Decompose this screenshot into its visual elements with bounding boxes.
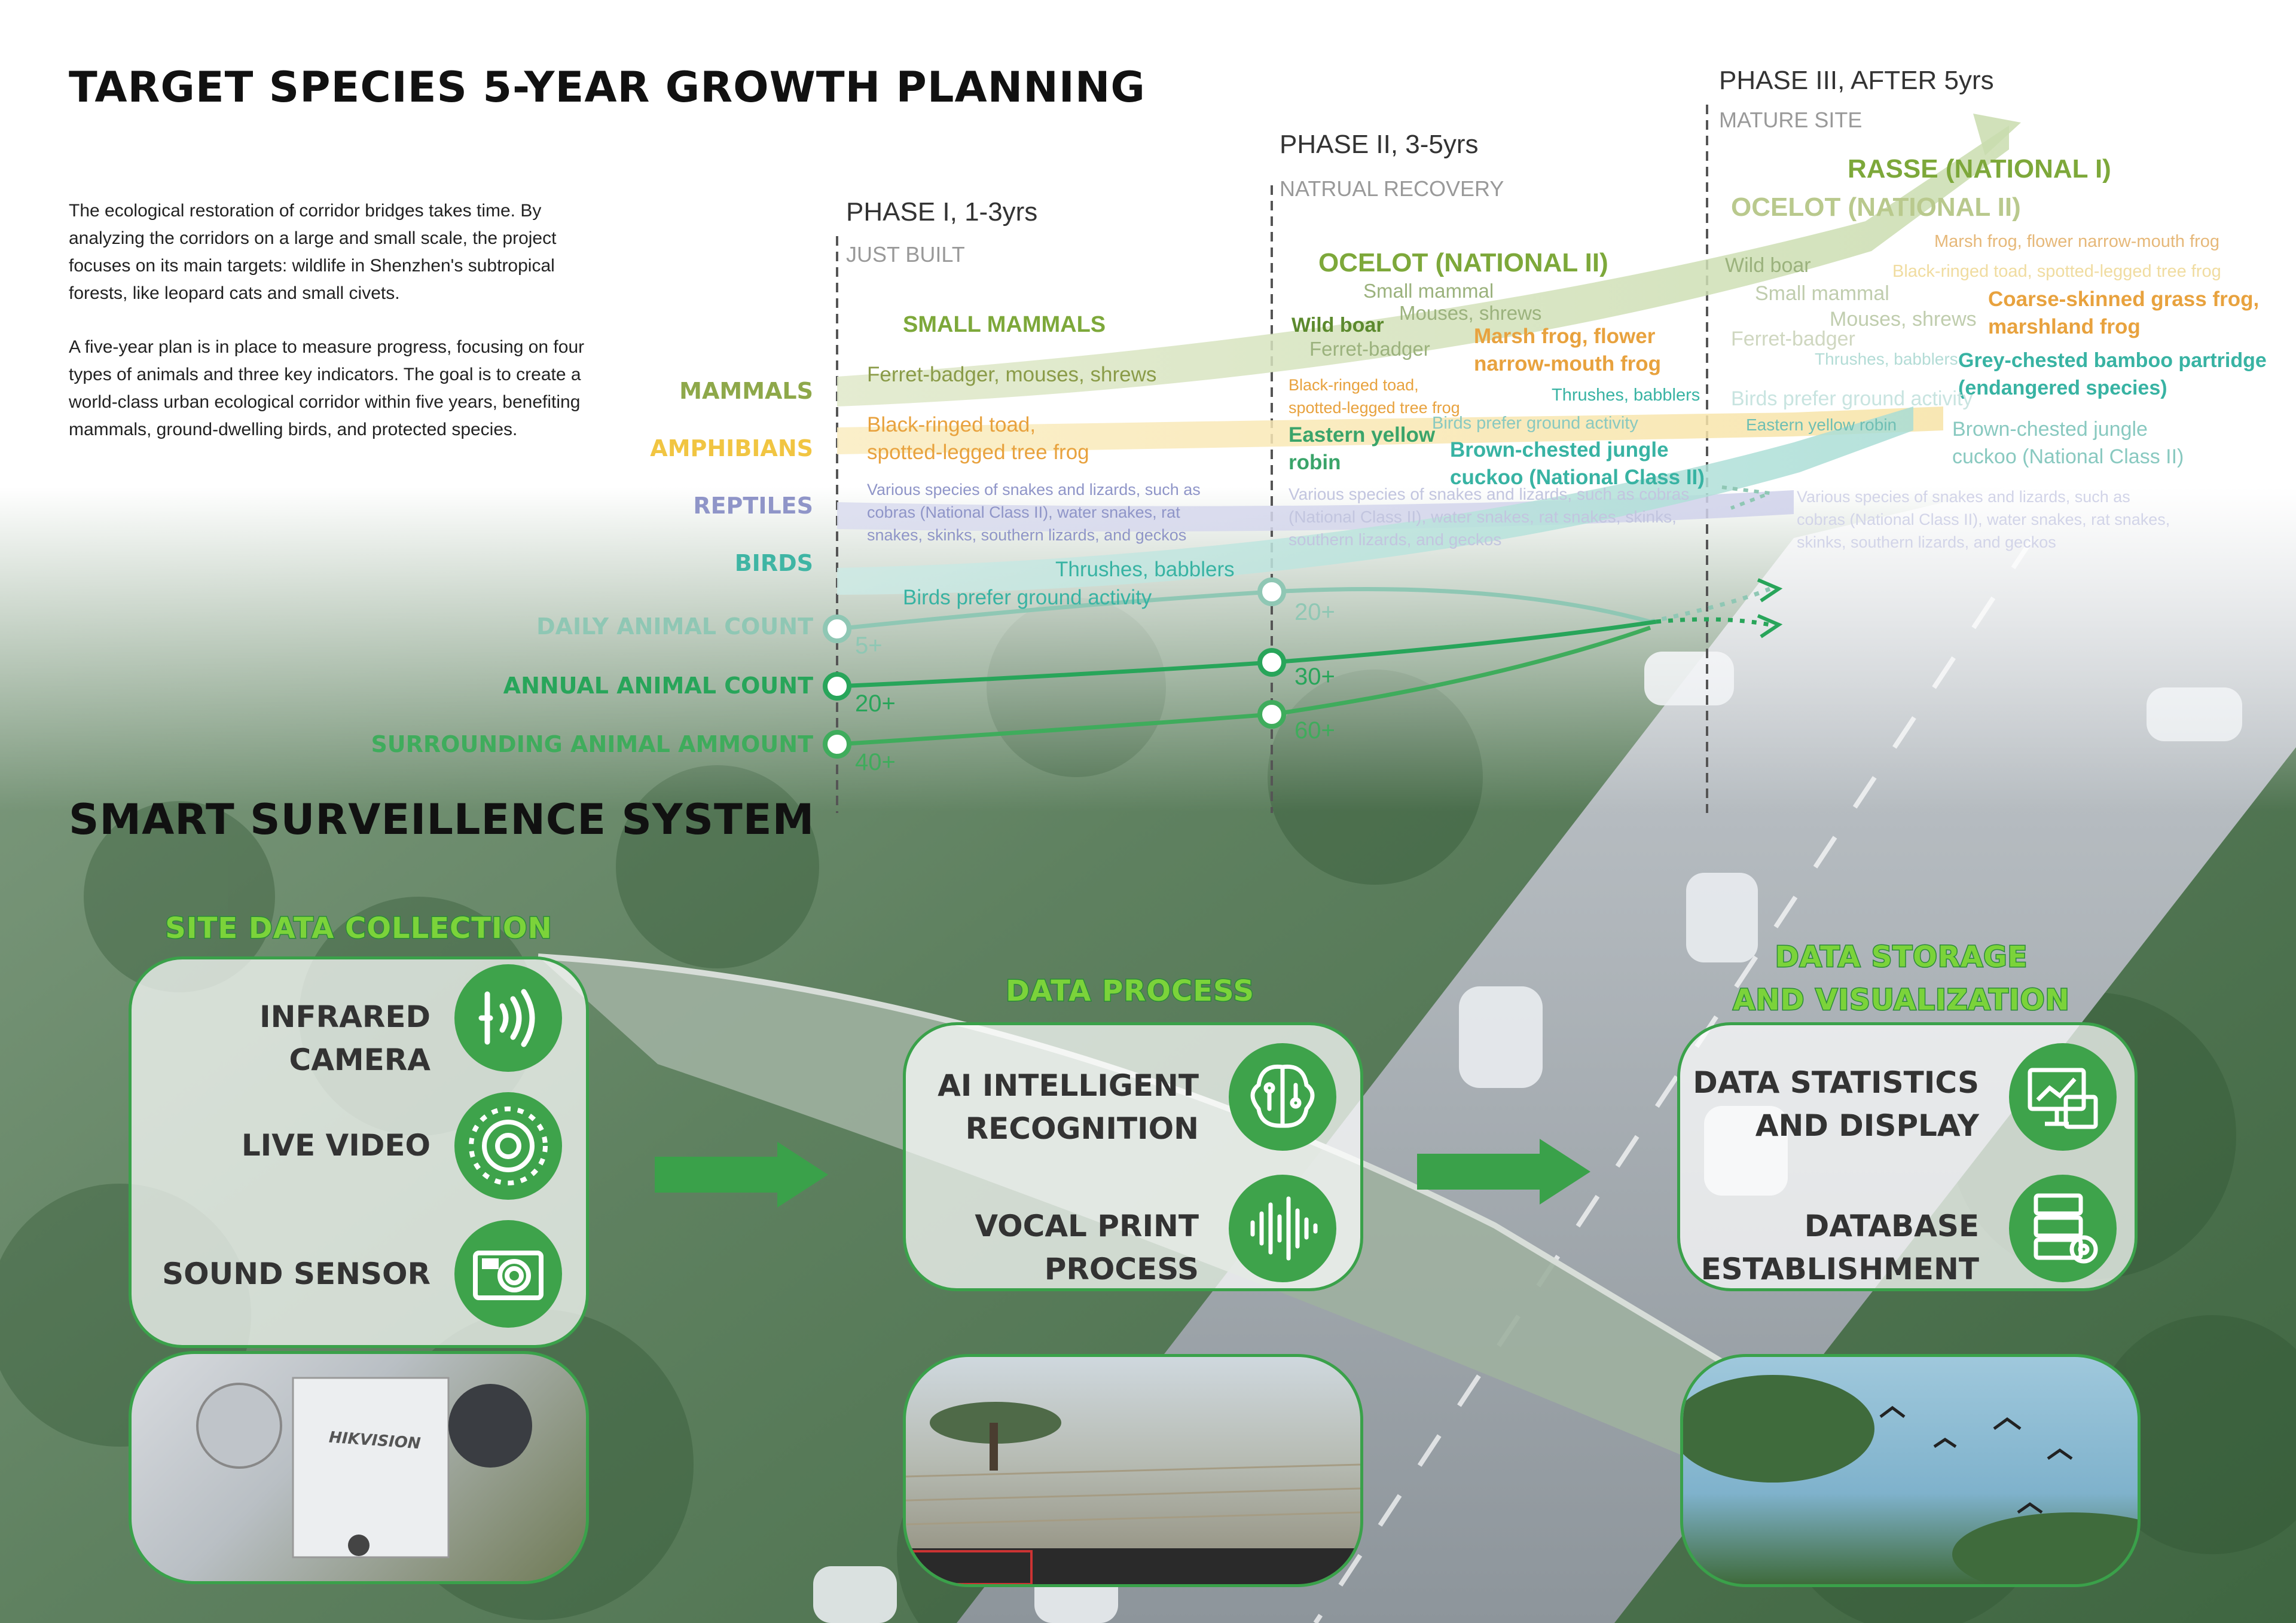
intro-text: The ecological restoration of corridor b…: [69, 197, 595, 470]
p1-reptiles: Various species of snakes and lizards, s…: [867, 481, 1201, 544]
p3-robin: Eastern yellow robin: [1746, 415, 1897, 434]
p3-ocelot: OCELOT (NATIONAL II): [1731, 192, 2021, 222]
sound-wave-icon: [1229, 1175, 1336, 1282]
p2-mouses: Mouses, shrews: [1399, 302, 1542, 324]
surrounding-node-phase2: [1257, 700, 1286, 729]
p3-small-mammal: Small mammal: [1755, 282, 1889, 305]
p3-reptiles: Various species of snakes and lizards, s…: [1797, 488, 2170, 551]
category-annual-count: ANNUAL ANIMAL COUNT: [503, 673, 813, 699]
p2-toad: Black-ringed toad,spotted-legged tree fr…: [1289, 376, 1460, 417]
category-surrounding-amount: SURROUNDING ANIMAL AMMOUNT: [371, 731, 813, 757]
p1-birds-thrushes: Thrushes, babblers: [1055, 558, 1235, 581]
collection-title: SITE DATA COLLECTION: [164, 911, 553, 946]
p2-ground: Birds prefer ground activity: [1432, 414, 1638, 433]
p3-ferret: Ferret-badger: [1731, 328, 1855, 350]
camera-icon: [454, 1220, 562, 1328]
p2-thrushes: Thrushes, babblers: [1552, 386, 1700, 405]
p3-marsh: Marsh frog, flower narrow-mouth frog: [1934, 232, 2220, 251]
daily-count-projection: [1650, 586, 1771, 624]
annual-node-phase2: [1257, 648, 1286, 677]
surrounding-count-line: [836, 625, 1651, 747]
birds-band: [837, 406, 1913, 595]
category-daily-count: DAILY ANIMAL COUNT: [536, 613, 813, 640]
p2-ocelot: OCELOT (NATIONAL II): [1318, 248, 1608, 277]
p3-partridge: Grey-chested bamboo partridge(endangered…: [1958, 349, 2267, 399]
page-title: TARGET SPECIES 5-YEAR GROWTH PLANNING: [69, 63, 1146, 112]
p2-ferret: Ferret-badger: [1309, 338, 1430, 360]
live-video-label: LIVE VIDEO: [241, 1128, 430, 1163]
category-reptiles: REPTILES: [693, 493, 813, 519]
phase-1-subtitle: JUST BUILT: [846, 242, 965, 267]
mammals-band: [837, 126, 2009, 406]
phase-2-title: PHASE II, 3-5yrs: [1280, 130, 1479, 159]
p3-mouses: Mouses, shrews: [1830, 308, 1977, 331]
p1-amphibians: Black-ringed toad,spotted-legged tree fr…: [867, 413, 1089, 464]
p3-toad: Black-ringed toad, spotted-legged tree f…: [1892, 262, 2221, 281]
dashboard-icon: [2009, 1043, 2117, 1151]
phase-3-subtitle: MATURE SITE: [1719, 108, 1863, 132]
mammals-band-arrow: [1973, 114, 2021, 155]
p3-thrushes: Thrushes, babblers: [1815, 350, 1958, 368]
signal-icon: [454, 964, 562, 1072]
p1-small-mammals: SMALL MAMMALS: [903, 312, 1106, 337]
process-title: DATA PROCESS: [1004, 974, 1255, 1009]
daily-node-phase1: [823, 615, 851, 643]
p2-wild-boar: Wild boar: [1292, 314, 1384, 337]
surrounding-count-phase1: 40+: [855, 749, 896, 775]
p3-rasse: RASSE (NATIONAL I): [1848, 154, 2111, 184]
amphibians-band: [837, 406, 1943, 454]
wetland-video-photo: [903, 1354, 1363, 1587]
sound-sensor-label: SOUND SENSOR: [162, 1257, 430, 1291]
p2-reptiles: Various species of snakes and lizards, s…: [1289, 485, 1690, 549]
annual-count-phase1: 20+: [855, 690, 896, 717]
arrow-collection-to-process: [655, 1142, 828, 1208]
surrounding-node-phase1: [823, 730, 851, 759]
p1-birds-ground: Birds prefer ground activity: [903, 586, 1152, 609]
database-server-icon: [2009, 1175, 2117, 1282]
category-amphibians: AMPHIBIANS: [650, 435, 813, 461]
growth-timeline: [823, 105, 2021, 813]
daily-count-phase1: 5+: [855, 632, 883, 659]
p1-mammals: Ferret-badger, mouses, shrews: [867, 363, 1157, 386]
surrounding-count-phase2: 60+: [1294, 717, 1335, 744]
infrared-camera-label: INFRARED CAMERA: [259, 1000, 430, 1077]
phase-2-subtitle: NATRUAL RECOVERY: [1280, 176, 1504, 201]
target-icon: [454, 1092, 562, 1200]
collection-panel: INFRARED CAMERA LIVE VIDEO SOUND SENSOR: [129, 956, 589, 1348]
phase-3-title: PHASE III, AFTER 5yrs: [1719, 66, 1994, 95]
daily-count-phase2: 20+: [1294, 599, 1335, 625]
p3-wild-boar: Wild boar: [1725, 254, 1811, 277]
annual-count-projection: [1656, 617, 1770, 627]
category-mammals: MAMMALS: [679, 378, 813, 404]
daily-node-phase2: [1257, 577, 1286, 606]
phase-1-title: PHASE I, 1-3yrs: [846, 197, 1038, 227]
p3-ground: Birds prefer ground activity: [1731, 387, 1973, 410]
intro-paragraph-2: A five-year plan is in place to measure …: [69, 337, 585, 439]
annual-count-line: [836, 619, 1657, 689]
category-birds: BIRDS: [734, 550, 813, 576]
annual-node-phase1: [823, 672, 851, 701]
annual-count-phase2: 30+: [1294, 664, 1335, 690]
infrared-camera-photo: HIKVISION: [129, 1351, 589, 1584]
brain-icon: [1229, 1043, 1336, 1151]
arrow-process-to-storage: [1417, 1139, 1590, 1205]
p3-coarse-frog: Coarse-skinned grass frog,marshland frog: [1988, 288, 2260, 338]
surveillance-title: SMART SURVEILLENCE SYSTEM: [69, 795, 815, 844]
wetland-birds-photo: [1680, 1354, 2141, 1587]
p2-small-mammal: Small mammal: [1363, 280, 1494, 302]
intro-paragraph-1: The ecological restoration of corridor b…: [69, 201, 557, 303]
